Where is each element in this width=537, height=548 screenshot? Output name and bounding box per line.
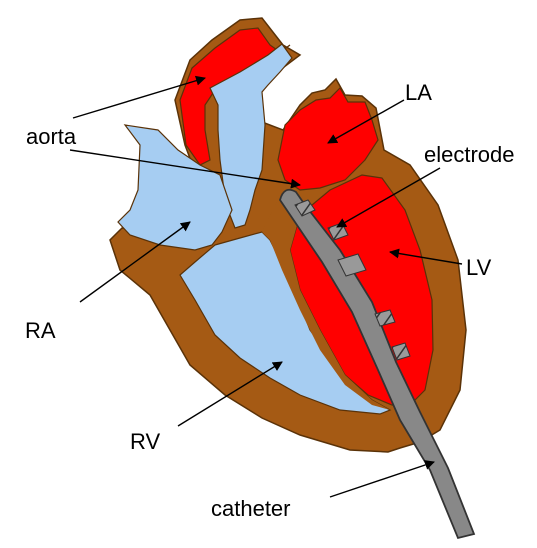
label-rv: RV — [130, 429, 160, 454]
label-lv: LV — [466, 255, 492, 280]
label-aorta: aorta — [26, 124, 77, 149]
leader-catheter — [330, 462, 434, 497]
label-electrode: electrode — [424, 142, 515, 167]
label-la: LA — [405, 80, 432, 105]
label-catheter: catheter — [211, 496, 291, 521]
label-ra: RA — [25, 318, 56, 343]
